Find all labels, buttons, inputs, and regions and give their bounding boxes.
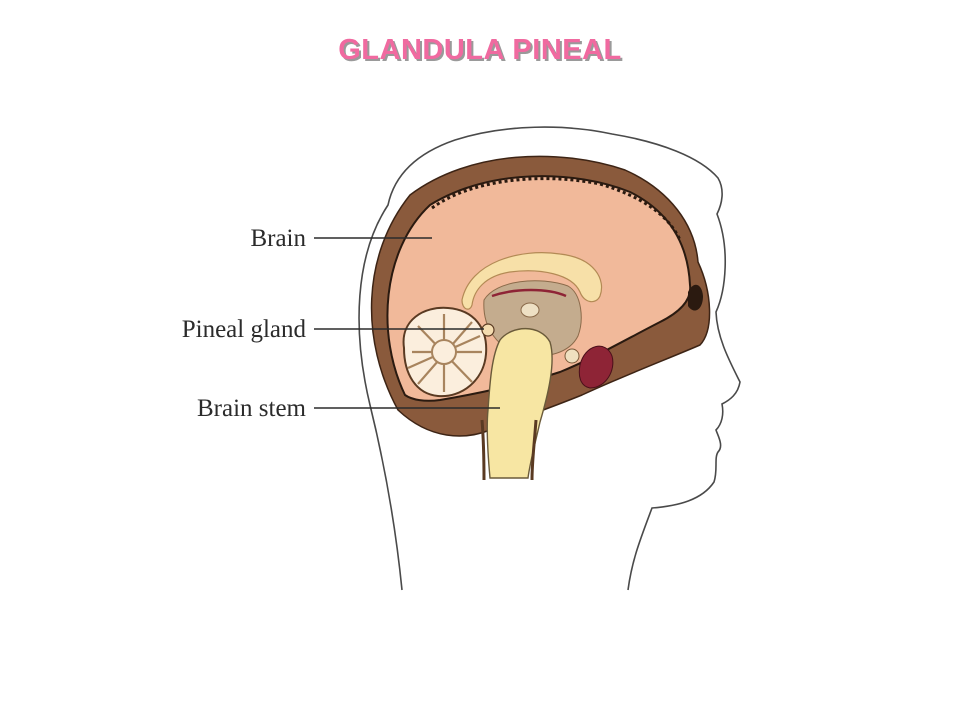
brain-gyri-edge: [431, 177, 682, 241]
pineal-gland: [481, 323, 495, 337]
pineal-gland-label: Pineal gland: [182, 316, 307, 343]
frontal-sinus: [688, 284, 703, 311]
spinal-canal: [480, 419, 538, 481]
brain-stem-label: Brain stem: [197, 395, 307, 422]
massa-intermedia: [520, 302, 540, 318]
slide-title: GLANDULA PINEAL: [338, 34, 622, 66]
head-outline: [358, 126, 741, 591]
corpus-callosum: [461, 252, 603, 310]
brainstem: [486, 328, 553, 479]
pituitary-gland: [578, 345, 614, 389]
thalamus-line: [491, 288, 567, 298]
optic-chiasm: [564, 348, 580, 364]
cerebellum: [402, 306, 488, 398]
brain-label: Brain: [250, 225, 306, 252]
